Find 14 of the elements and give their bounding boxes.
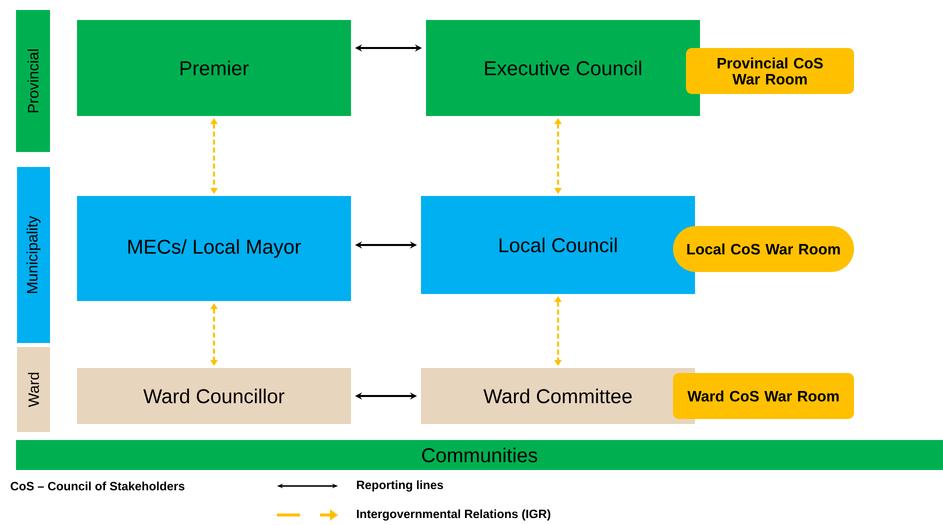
process-box: Executive Council (426, 20, 700, 116)
war-room-box: Local CoS War Room (673, 226, 854, 272)
level-band: Municipality (17, 166, 50, 343)
legend-text: Reporting lines (357, 480, 444, 492)
process-box: Ward Councillor (77, 368, 351, 424)
process-box: MECs/ Local Mayor (77, 196, 351, 301)
legend-text: Intergovernmental Relations (IGR) (357, 509, 550, 521)
war-room-box: Ward CoS War Room (673, 372, 854, 419)
communities-bar: Communities (16, 440, 943, 470)
note-text: CoS – Council of Stakeholders (10, 482, 184, 490)
level-band: Provincial (16, 10, 50, 152)
war-room-box: Provincial CoS War Room (686, 48, 854, 94)
process-box: Premier (77, 20, 351, 116)
level-band: Ward (17, 346, 50, 432)
